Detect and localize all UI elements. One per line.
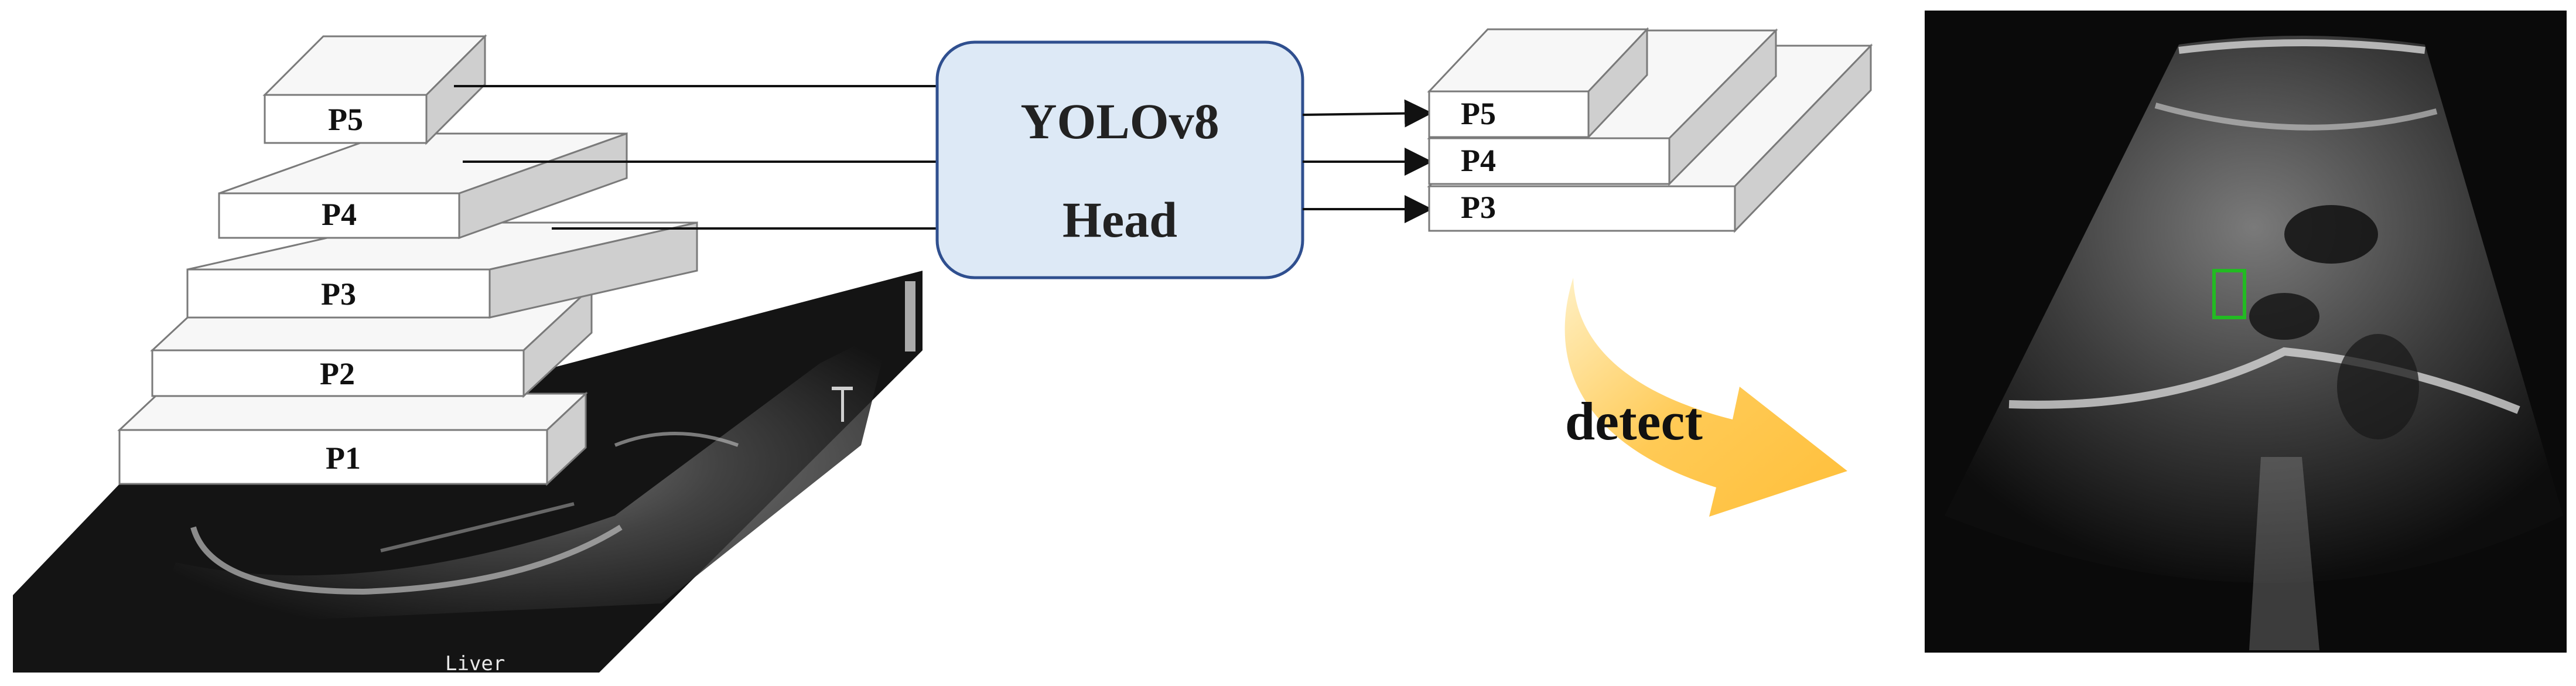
pyramid-level-p3 [186,221,698,319]
result-ultrasound-image [1925,11,2567,653]
head-to-output-arrows [1302,99,1433,223]
arrow-out-p5 [1302,99,1433,128]
head-box [935,40,1304,279]
output-label-p5: P5 [1461,96,1496,131]
input-image-caption: Liver [445,652,505,675]
head-title-line2: Head [1062,192,1177,248]
pyramid-label-p5: P5 [328,102,363,137]
pyramid-label-p3: P3 [321,277,356,312]
output-label-p4: P4 [1461,143,1496,178]
detect-arrow: detect [1564,278,1847,517]
detect-curved-arrow-icon [1564,278,1847,517]
detect-label: detect [1565,391,1703,451]
backbone-to-head-connectors [454,85,937,230]
pyramid-label-p2: P2 [320,356,355,391]
pyramid-level-p5 [262,34,487,145]
output-block-p5 [1427,27,1649,139]
pyramid-label-p4: P4 [322,197,357,232]
pyramid-level-p4 [218,132,628,240]
output-feature-maps [1427,27,1873,233]
yolov8-head-block: YOLOv8 Head [935,40,1304,279]
backbone-pyramid [117,34,698,486]
backbone-labels: P1 P2 P3 P4 P5 [320,102,363,476]
output-labels: P5 P4 P3 [1461,96,1496,225]
head-title-line1: YOLOv8 [1020,93,1219,149]
pyramid-label-p1: P1 [326,441,361,476]
detection-bounding-box [2212,269,2246,319]
output-label-p3: P3 [1461,190,1496,225]
pyramid-level-p1 [117,391,588,486]
